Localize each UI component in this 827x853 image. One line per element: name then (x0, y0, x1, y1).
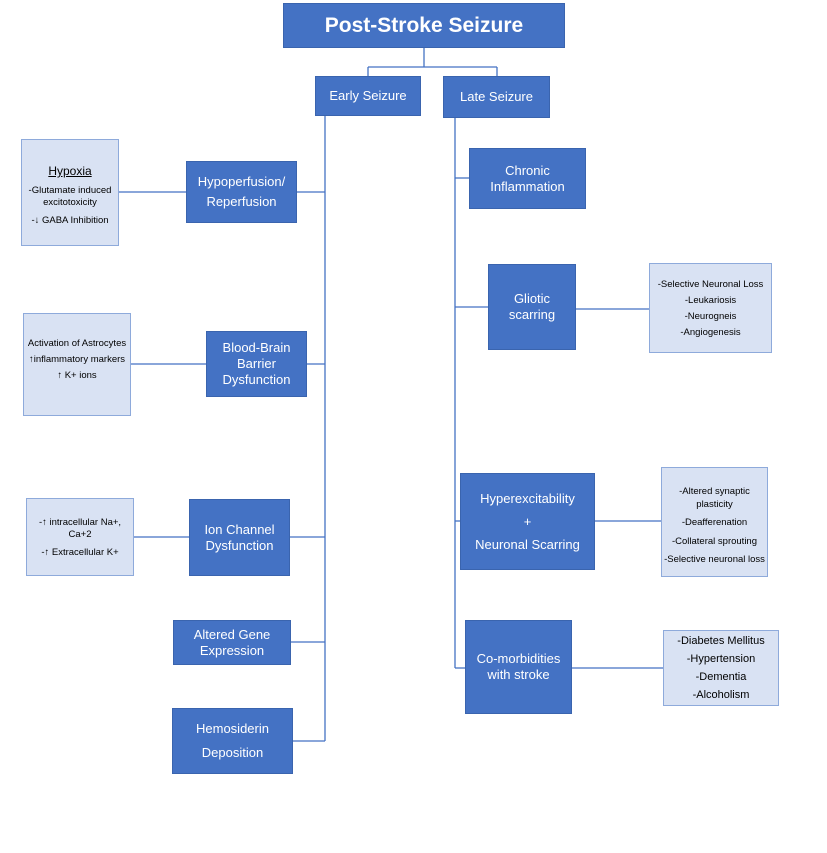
hypoxia-detail-box: Hypoxia -Glutamate induced excitotoxicit… (21, 139, 119, 246)
node-label-line: Gliotic (513, 291, 551, 306)
detail-line: Activation of Astrocytes (27, 338, 127, 349)
late-seizure-node: Late Seizure (443, 76, 550, 118)
late-seizure-label: Late Seizure (460, 89, 533, 104)
node-label-line: Dysfunction (205, 537, 274, 553)
detail-line: ↑ K+ ions (57, 370, 97, 381)
hypoperfusion-node: Hypoperfusion/ Reperfusion (186, 161, 297, 223)
detail-line: -↑ intracellular Na+, (38, 517, 122, 528)
detail-line: -Selective neuronal loss (664, 554, 765, 565)
node-label-line: Barrier (236, 356, 276, 371)
detail-line: -↑ Extracellular K+ (41, 547, 119, 558)
altered-gene-node: Altered Gene Expression (173, 620, 291, 665)
detail-line: -Alcoholism (692, 689, 750, 701)
detail-line: ↑inflammatory markers (28, 354, 126, 365)
detail-line: -Dementia (695, 671, 747, 683)
node-label-line: Reperfusion (206, 194, 277, 209)
node-label-line: Co-morbidities (476, 651, 561, 666)
detail-line: -Glutamate induced (28, 185, 112, 196)
detail-line: -Collateral sprouting (671, 535, 757, 547)
hyperexcitability-detail-box: -Altered synaptic plasticity -Deafferena… (661, 467, 768, 577)
node-label-line: Altered Gene (193, 626, 271, 642)
ion-detail-box: -↑ intracellular Na+, Ca+2 -↑ Extracellu… (26, 498, 134, 576)
comorbidities-detail-box: -Diabetes Mellitus -Hypertension -Dement… (663, 630, 779, 706)
node-label-line: Expression (199, 642, 265, 658)
detail-line: -Diabetes Mellitus (677, 635, 765, 647)
node-label-line: scarring (508, 307, 556, 322)
node-label-line: Dysfunction (222, 372, 291, 387)
early-seizure-node: Early Seizure (315, 76, 421, 116)
detail-line: -Altered synaptic (679, 486, 750, 497)
detail-line: -Hypertension (686, 653, 756, 665)
node-label-line: Hemosiderin (196, 721, 269, 736)
node-label-line: with stroke (487, 667, 550, 682)
comorbidities-node: Co-morbidities with stroke (465, 620, 572, 714)
node-label-line: Neuronal Scarring (475, 537, 580, 552)
detail-line: -Leukariosis (684, 295, 737, 306)
early-seizure-label: Early Seizure (329, 88, 407, 103)
detail-header: Hypoxia (48, 164, 92, 178)
gliotic-scarring-node: Gliotic scarring (488, 264, 576, 350)
ion-channel-node: Ion Channel Dysfunction (189, 499, 290, 576)
root-label: Post-Stroke Seizure (324, 13, 524, 37)
node-label-line: Deposition (201, 745, 264, 760)
node-label-line: Chronic (505, 162, 550, 178)
detail-line: Ca+2 (68, 529, 92, 540)
node-label-line: Blood-Brain (222, 340, 291, 355)
node-label-line: Hyperexcitability (480, 491, 575, 506)
blood-brain-barrier-node: Blood-Brain Barrier Dysfunction (206, 331, 307, 397)
root-node: Post-Stroke Seizure (283, 3, 565, 48)
node-label-line: Inflammation (490, 178, 565, 194)
detail-line: excitotoxicity (43, 197, 97, 208)
detail-line: -Angiogenesis (680, 327, 741, 338)
detail-line: -Deafferenation (681, 517, 748, 528)
detail-line: -↓ GABA Inhibition (31, 215, 109, 226)
gliotic-detail-box: -Selective Neuronal Loss -Leukariosis -N… (649, 263, 772, 353)
detail-line: -Neurogneis (684, 311, 737, 322)
hemosiderin-node: Hemosiderin Deposition (172, 708, 293, 774)
chronic-inflammation-node: Chronic Inflammation (469, 148, 586, 209)
node-label-line: Hypoperfusion/ (197, 174, 286, 189)
node-label-line: Ion Channel (204, 521, 275, 537)
hyperexcitability-node: Hyperexcitability + Neuronal Scarring (460, 473, 595, 570)
detail-line: plasticity (696, 498, 733, 510)
detail-line: -Selective Neuronal Loss (657, 279, 764, 290)
astrocytes-detail-box: Activation of Astrocytes ↑inflammatory m… (23, 313, 131, 416)
node-label-line: + (523, 514, 532, 529)
